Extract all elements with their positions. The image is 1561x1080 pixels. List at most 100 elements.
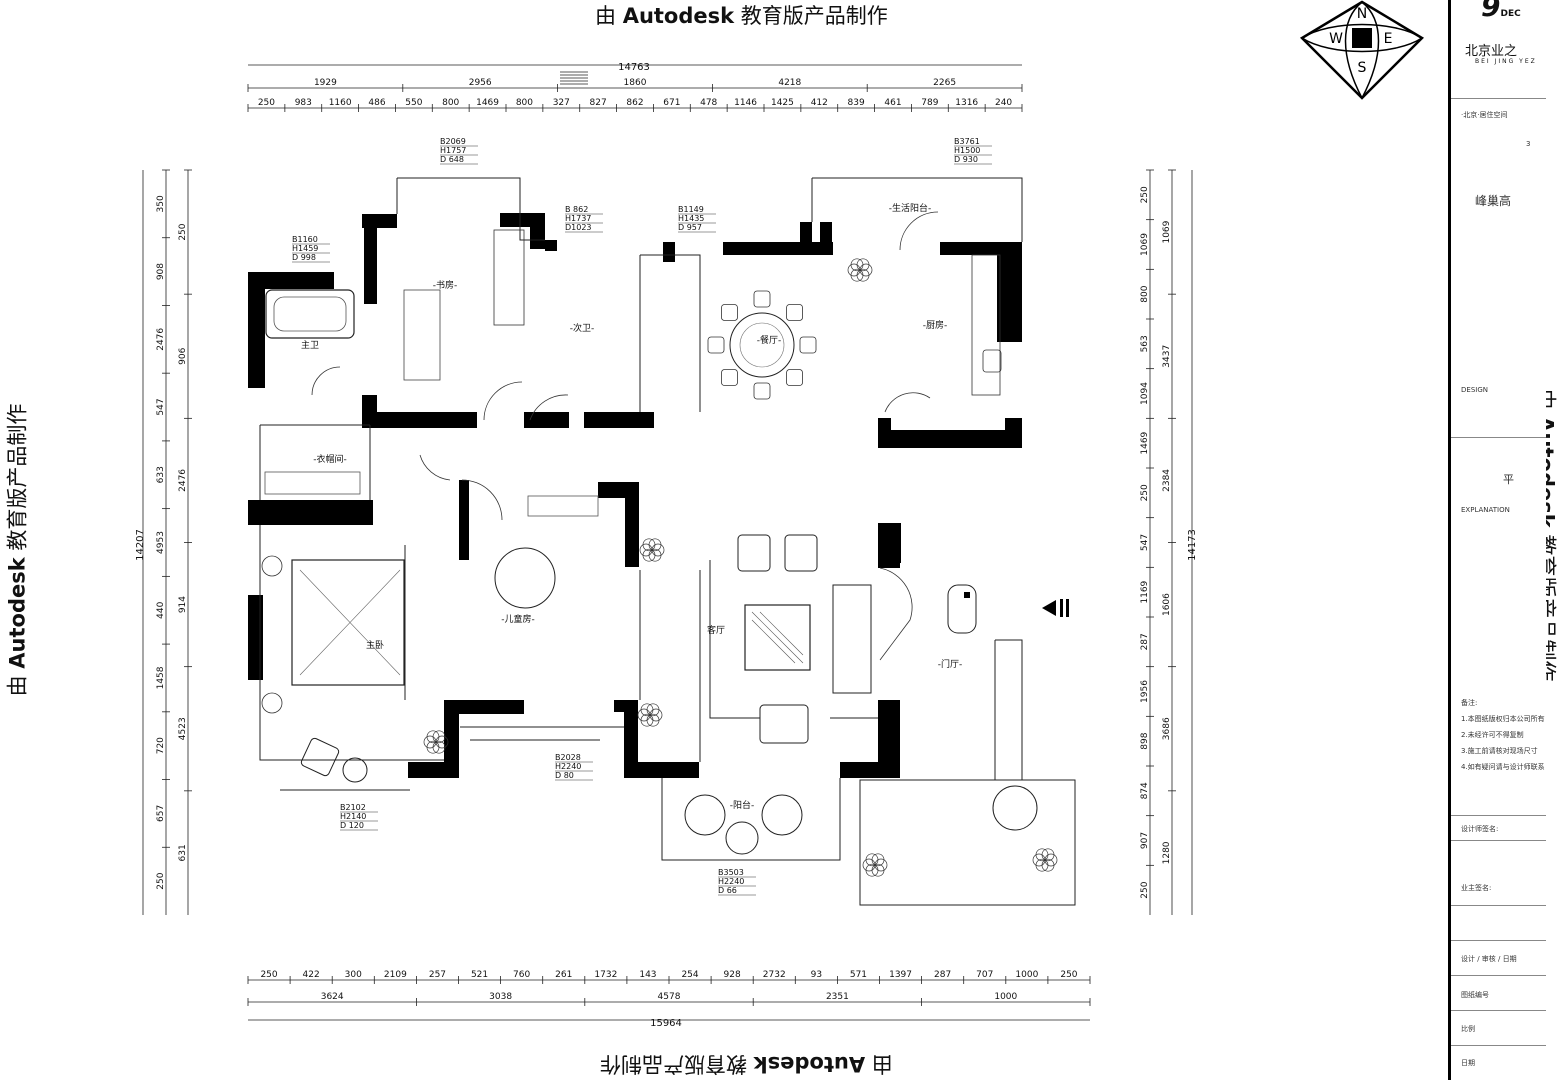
bathtub-inner [273,296,347,332]
dim-top-row1-value: 1929 [314,78,337,88]
wall [459,700,524,714]
dim-left-outer-value: 720 [156,737,166,754]
dim-left-outer-value: 633 [156,466,166,483]
tb-note-1: 1.本图纸版权归本公司所有 [1461,715,1545,723]
wall [723,242,833,255]
master-bed-cross [299,569,401,676]
dim-top-row2-value: 800 [516,98,533,108]
dim-right-outer-value: 250 [1140,881,1150,898]
wall [878,430,1022,448]
window-tag-line: B2028 [555,753,581,762]
watermark-top: 由 Autodesk 教育版产品制作 [595,4,888,28]
company-logo: 9DEC [1481,0,1521,23]
plant-icon [1035,848,1049,862]
dim-right-outer-value: 800 [1140,285,1150,302]
dim-left-outer-value: 440 [156,601,166,618]
dim-top-row2-value: 550 [405,98,422,108]
ottoman [759,704,809,744]
dim-top-row2-value: 1425 [771,98,794,108]
dim-right-outer-value: 898 [1140,732,1150,749]
wall [364,214,377,304]
door-swing [884,392,931,413]
balcony-chair [761,794,803,836]
dim-bottom-row1-value: 254 [681,970,698,980]
dining-chair [799,336,817,354]
tb-design-review: 设计 / 审核 / 日期 [1461,955,1517,963]
partition [812,177,1023,242]
room-label-master_bed: 主卧 [366,639,384,651]
dim-left-outer-value: 908 [156,263,166,280]
dim-bottom-row1-value: 300 [345,970,362,980]
wall [362,412,477,428]
partition [994,639,1023,781]
wall [248,272,265,388]
nightstand [261,692,283,714]
nightstand [261,555,283,577]
master-bed [291,559,405,686]
window-tag-line: H2240 [718,877,744,886]
balcony-table [725,821,759,855]
dim-top-row1-value: 2265 [933,78,956,88]
dining-chair [721,304,738,321]
wall [248,272,334,289]
dim-bottom-row1-value: 257 [429,970,446,980]
kitchen-counter [971,254,1001,396]
plant-icon [640,703,654,717]
tb-line-2: 3 [1526,140,1531,148]
dim-right-outer-value: 1956 [1140,680,1150,703]
dim-left-inner-value: 2476 [178,469,188,492]
window-tag-line: D 998 [292,253,316,262]
window-tag-line: B2102 [340,803,366,812]
tb-line-3: DESIGN [1461,386,1488,394]
dim-bottom-row1-value: 250 [260,970,277,980]
plant-icon [850,258,864,272]
window-tag-line: D1023 [565,223,592,232]
tb-note-4: 4.如有疑问请与设计师联系 [1461,763,1545,771]
dim-top-row2-value: 789 [921,98,938,108]
dim-bottom-row1-value: 250 [1060,970,1077,980]
window-tag-line: D 648 [440,155,464,164]
partition [661,778,841,861]
tb-note-3: 3.施工前请核对现场尺寸 [1461,747,1538,755]
dim-top-row2-value: 327 [553,98,570,108]
dim-bottom-row1-value: 1397 [889,970,912,980]
dim-right-total: 14173 [1187,529,1198,561]
dim-left-inner-value: 4523 [178,717,188,740]
dining-table [729,312,795,378]
room-label-kitchen: -厨房- [923,319,948,331]
window-tag-line: H1737 [565,214,591,223]
dim-right-outer-value: 1094 [1140,382,1150,405]
study-desk [403,289,441,381]
door-swing [529,394,569,421]
wall [524,412,569,428]
window-tag-line: B 862 [565,205,588,214]
dim-top-row2-value: 486 [368,98,385,108]
room-label-wardrobe: -衣帽间- [313,453,347,465]
dim-top-row2-value: 983 [295,98,312,108]
window-tag-line: H1757 [440,146,466,155]
compass-icon: N S W E [1299,0,1425,100]
window-tag-line: H2140 [340,812,366,821]
partition [859,779,1076,906]
coffee-table-hatch [751,611,804,664]
dim-right-inner-value: 3686 [1162,717,1172,740]
plant-icon [856,258,870,272]
plant-icon [648,538,662,552]
dim-left-inner-value: 631 [178,844,188,861]
wall [444,700,459,778]
window-tag-line: B1160 [292,235,318,244]
wall [624,700,638,778]
coffee-table [744,604,811,671]
tb-date: 日期 [1461,1059,1475,1067]
plant-icon [865,853,879,867]
wall [663,242,675,262]
dim-bottom-row2-value: 4578 [658,992,681,1002]
tb-scale: 比例 [1461,1025,1475,1033]
dim-right-inner-value: 2384 [1162,469,1172,492]
